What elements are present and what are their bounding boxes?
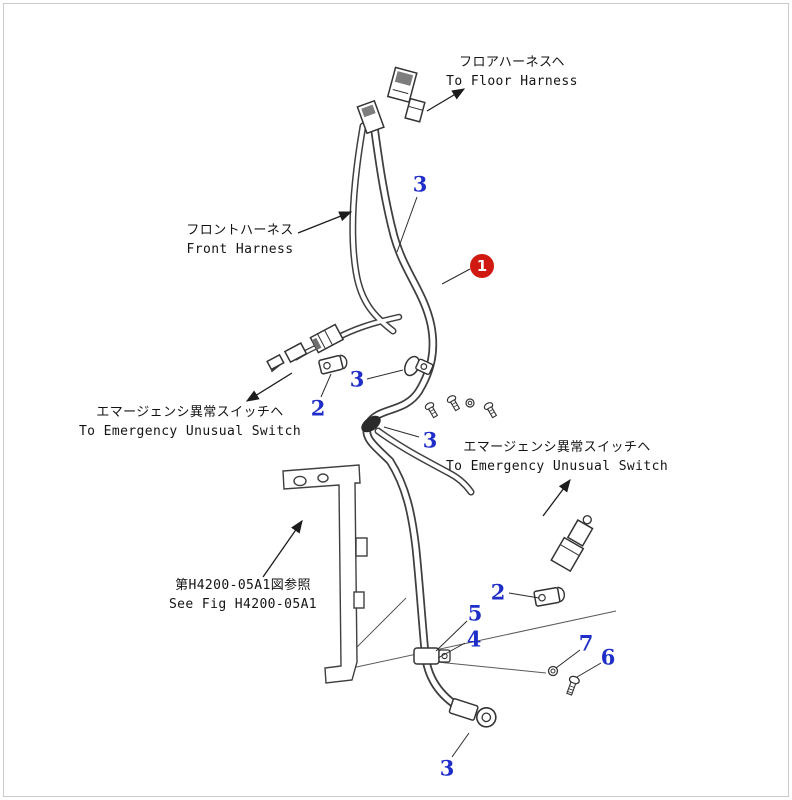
front-harness-label: フロントハーネス Front Harness [186,222,293,260]
emergency-switch-right-label-en: To Emergency Unusual Switch [445,458,669,474]
harness-trunk-outline [271,113,475,714]
callout-2-left: 2 [310,395,326,421]
callout-3-bottom: 3 [439,755,455,781]
callout-1-red-circle: 1 [470,254,494,278]
emergency-switch-left-label-jp: エマージェンシ異常スイッチヘ [96,405,284,420]
clamp-icon [318,354,348,375]
callout-5: 5 [467,600,483,626]
arrow-to-emergency-right [542,478,571,517]
bracket-tab [353,591,365,609]
clamp-icon [533,586,566,607]
bracket-hole [293,475,307,487]
emergency-connector-right-icon [550,515,594,573]
arrow-to-floor-harness [426,88,466,112]
clamp-icon [403,355,434,377]
bolt-icon [424,395,498,419]
bolt-icon [566,675,580,696]
floor-harness-connector-icon [356,66,426,135]
callout-3-mid-left: 3 [349,366,365,392]
clamp-icon [413,647,451,665]
callout-leaders [320,196,602,758]
bracket-hole [317,473,329,483]
see-fig-label-en: See Fig H4200-05A1 [168,596,318,612]
callout-3-top: 3 [412,171,428,197]
emergency-switch-right-label: エマージェンシ異常スイッチヘ To Emergency Unusual Swit… [446,439,668,477]
arrow-front-harness [297,211,353,234]
callout-3-mid: 3 [422,427,438,453]
callout-7: 7 [578,630,594,656]
emergency-switch-right-label-jp: エマージェンシ異常スイッチヘ [463,440,651,455]
washer-icon [547,665,559,677]
callout-6: 6 [600,644,616,670]
arrow-to-emergency-left [245,372,293,402]
callout-4: 4 [466,626,482,652]
bracket-tab [355,537,368,557]
floor-harness-label-jp: フロアハーネスヘ [459,55,565,70]
harness-trunk-core [294,115,473,712]
floor-harness-label: フロアハーネスヘ To Floor Harness [446,54,578,92]
see-fig-label: 第H4200-05A1図参照 See Fig H4200-05A1 [169,577,317,615]
harness-junction-wrap [361,415,381,433]
emergency-switch-left-label-en: To Emergency Unusual Switch [78,423,302,439]
see-fig-label-jp: 第H4200-05A1図参照 [175,578,311,593]
bracket [282,464,368,684]
emergency-switch-left-label: エマージェンシ異常スイッチヘ To Emergency Unusual Swit… [79,404,301,442]
callout-2-right: 2 [490,579,506,605]
floor-harness-label-en: To Floor Harness [446,73,578,89]
emergency-connector-left-icon [266,323,345,371]
label-arrows [245,88,571,578]
front-harness-label-en: Front Harness [186,241,294,257]
ring-terminal-icon [448,698,497,728]
arrow-see-fig [262,519,303,578]
front-harness-label-jp: フロントハーネス [186,223,294,238]
washer-icon [467,400,473,406]
